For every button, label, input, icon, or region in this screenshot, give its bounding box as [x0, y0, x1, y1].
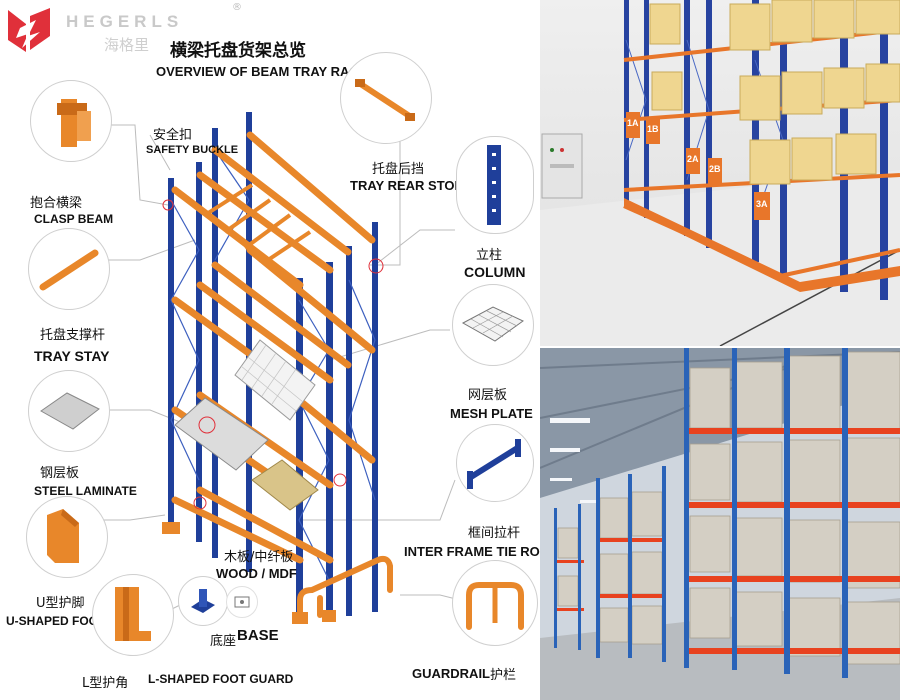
tray-stay-label-cn: 托盘支撑杆 [40, 328, 106, 343]
tray-rear-stop-thumb [340, 52, 432, 144]
mesh-plate-on-rack [234, 339, 316, 421]
clasp-beam-icon [57, 99, 91, 147]
aisle-label-3a: 3A [756, 199, 768, 209]
rack-beams [171, 131, 376, 564]
registered-mark: ® [232, 2, 242, 13]
mobile-rack-illustration [540, 0, 900, 346]
u-foot-guard-icon [47, 509, 79, 563]
tray-stay-icon [39, 249, 99, 291]
aisle-label-2b: 2B [709, 164, 721, 174]
base-label-en: BASE [237, 627, 279, 644]
diagram-title-cn: 横梁托盘货架总览 [170, 41, 306, 61]
l-foot-guard-label-en: L-SHAPED FOOT GUARD [148, 672, 294, 686]
mesh-plate-thumb [452, 284, 534, 366]
highlight-circles [162, 199, 384, 510]
column-icon [487, 145, 501, 225]
tray-stays [203, 183, 312, 264]
steel-laminate-label-en: STEEL LAMINATE [34, 484, 137, 498]
tray-stay-thumb [28, 228, 110, 310]
steel-laminate-label-cn: 钢层板 [40, 466, 80, 481]
rack-uprights [168, 112, 378, 622]
tray-rear-stop-label-cn: 托盘后挡 [372, 162, 425, 177]
wood-panel-on-rack [251, 459, 319, 511]
warehouse-racks [554, 348, 900, 678]
guardrail-on-rack [297, 555, 393, 623]
tray-rear-stop-icon [355, 79, 415, 121]
tie-rod-label-cn: 框间拉杆 [468, 526, 521, 541]
warehouse-illustration [540, 348, 900, 700]
u-foot-guard-thumb [26, 496, 108, 578]
brand-name: HEGERLS [66, 12, 184, 31]
mesh-plate-icon [461, 306, 524, 342]
l-foot-guard-label-cn: L型护角 [82, 676, 129, 691]
rack-diagram [95, 112, 461, 624]
bolt-icon [234, 596, 250, 608]
tie-rod-icon [467, 439, 521, 489]
steel-laminate-icon [40, 392, 100, 430]
steel-laminate-thumb [28, 370, 110, 452]
aisle-label-1a: 1A [627, 118, 639, 128]
l-foot-guard-thumb [92, 574, 174, 656]
safety-buckle-label-en: SAFETY BUCKLE [146, 144, 239, 156]
base-thumb [178, 576, 228, 626]
tie-rod-thumb [456, 424, 534, 502]
clasp-beam-thumb [30, 80, 112, 162]
warehouse-photo [540, 348, 900, 700]
guardrail-icon [466, 582, 524, 630]
mesh-plate-label-cn: 网层板 [468, 388, 508, 403]
base-detail-thumb [226, 586, 258, 618]
wood-label-en: WOOD / MDF [216, 566, 297, 581]
aisle-label-2a: 2A [687, 154, 699, 164]
guardrail-label-cn: 护栏 [490, 668, 517, 683]
column-label-cn: 立柱 [476, 248, 503, 263]
column-thumb [456, 136, 534, 234]
brand-subname: 海格里 [104, 36, 150, 54]
wood-label-cn: 木板/中纤板 [224, 550, 294, 565]
tray-rear-stop-label-en: TRAY REAR STOP [350, 178, 464, 193]
guardrail-thumb [452, 560, 538, 646]
mesh-plate-label-en: MESH PLATE [450, 406, 533, 421]
foot-guards-on-rack [162, 522, 336, 624]
tray-stay-label-en: TRAY STAY [34, 348, 110, 364]
l-foot-guard-icon [115, 587, 151, 641]
base-label-cn: 底座 [210, 634, 237, 649]
clasp-beam-label-en: CLASP BEAM [34, 212, 114, 226]
column-label-en: COLUMN [464, 264, 526, 280]
tie-rod-label-en: INTER FRAME TIE ROD [404, 544, 550, 559]
brand-logo [6, 6, 54, 54]
mobile-rack-frames [623, 0, 900, 300]
guardrail-label-en: GUARDRAIL [412, 666, 490, 681]
mobile-rack-photo: 1A 1B 2A 2B 3A [540, 0, 900, 346]
safety-buckle-label-cn: 安全扣 [153, 128, 193, 143]
diagram-title-en: OVERVIEW OF BEAM TRAY RACK [156, 64, 369, 79]
base-plate-icon [191, 589, 215, 613]
u-foot-guard-label-cn: U型护脚 [36, 596, 85, 611]
clasp-beam-label-cn: 抱合横梁 [30, 196, 83, 211]
steel-laminate-on-rack [174, 397, 269, 471]
logo-mark-icon [8, 8, 50, 52]
aisle-label-1b: 1B [647, 124, 659, 134]
